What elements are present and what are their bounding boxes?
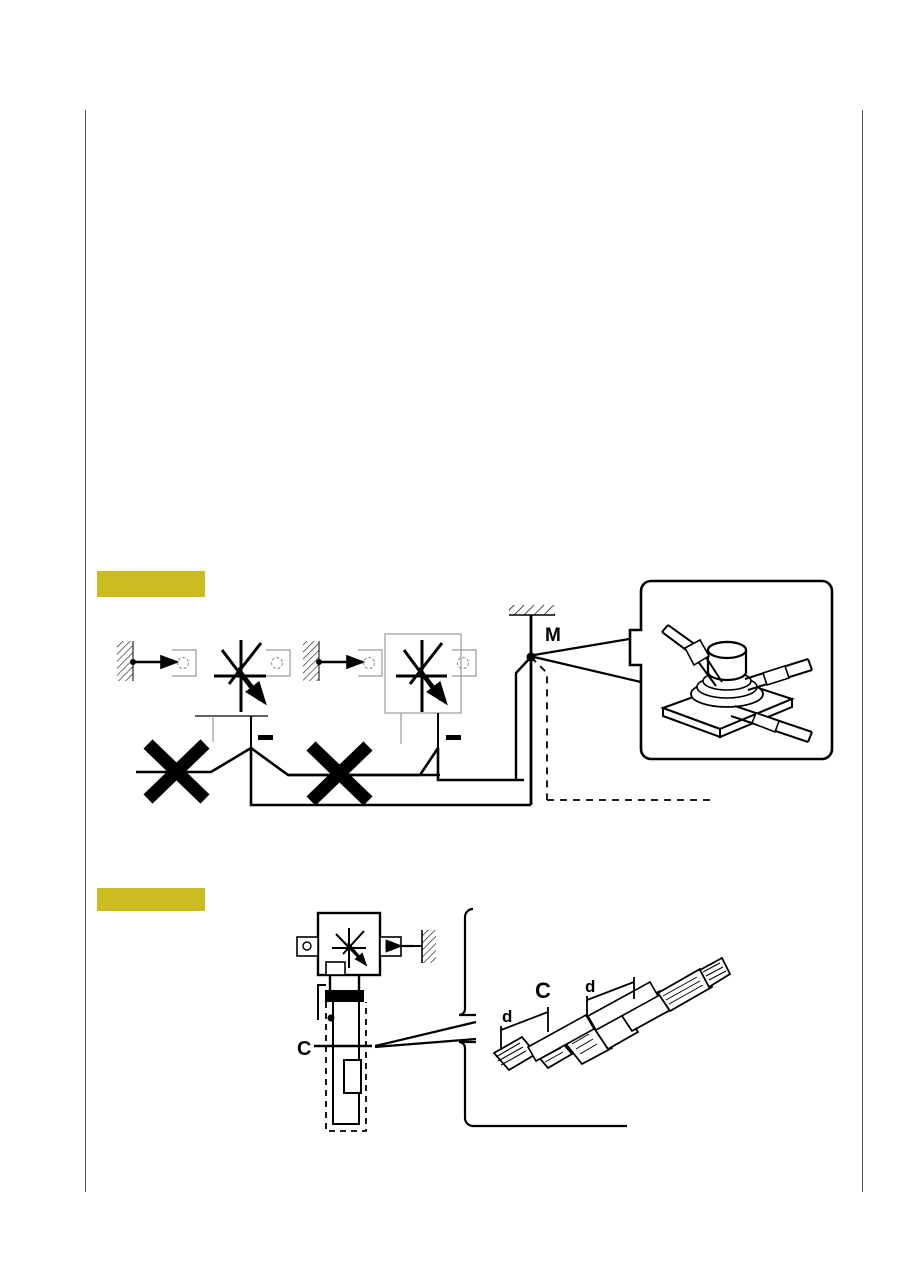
chassis-ground-hatch-1 [117,641,134,681]
ground-junction-dot [526,652,536,662]
ground-bolt-head [706,640,748,682]
component-group-1 [117,640,291,748]
chassis-ground-hatch-3 [421,930,436,963]
stub-wire [317,984,326,1020]
inset-leader-lines-upper [533,635,642,684]
dimension-right: d [585,977,635,1018]
overlap-wire [526,980,660,1063]
splice-detail-label: C [535,978,551,1003]
left-margin-rule [85,110,86,1192]
splice-marker-C: C [297,1038,372,1060]
polarity-mark-negative-2 [446,735,461,740]
ground-leg-dashed [530,656,548,800]
shield-outline [325,1002,367,1132]
splice-crimp-detail: d d C [492,956,732,1072]
section-heading-bar-upper [97,571,205,597]
terminal-socket-2a [358,649,383,677]
terminal-socket-1a [172,649,197,677]
dimension-label-left: d [502,1007,512,1026]
inset-leader-lines-lower [374,1020,477,1049]
wire-return-bus [249,748,531,807]
ground-wire-c [730,705,813,743]
component-symbol-1 [214,640,267,712]
junction-dot [327,1014,335,1022]
figure-splice-repair: C [296,907,732,1132]
terminal-socket-3b [379,936,402,957]
ground-wire-a [661,624,723,687]
terminal-socket-3a [296,936,319,957]
wire-segment-right [436,748,524,782]
ground-point-M: M [509,605,713,805]
harness-boot [325,990,364,1002]
terminal-socket-1b [266,649,291,677]
polarity-mark-negative-1 [258,735,273,740]
terminal-socket-2b [452,649,477,677]
component-enclosure-2 [384,633,462,714]
component-symbol-2 [396,640,448,712]
chassis-ground-hatch-2 [303,641,320,681]
ground-wire-b [744,658,813,691]
splice-point-label: C [297,1038,311,1060]
dimension-left: d [500,1007,549,1050]
cross-out-mark-1 [143,739,210,804]
ground-leg-left [514,656,532,780]
section-heading-bar-lower [97,888,205,911]
ground-stud-detail-inset [628,579,834,761]
figure-ground-point: M [117,579,834,807]
inline-element [343,1059,362,1094]
harness-pair-down [317,975,367,1132]
ground-point-label: M [545,625,561,646]
callout-bracket [458,907,627,1128]
dimension-label-right: d [585,977,595,996]
component-group-2 [303,633,477,748]
component-inner-tab [325,961,346,976]
component-symbol-3 [332,928,368,968]
right-margin-rule [862,110,863,1192]
cross-out-mark-2 [306,741,373,806]
